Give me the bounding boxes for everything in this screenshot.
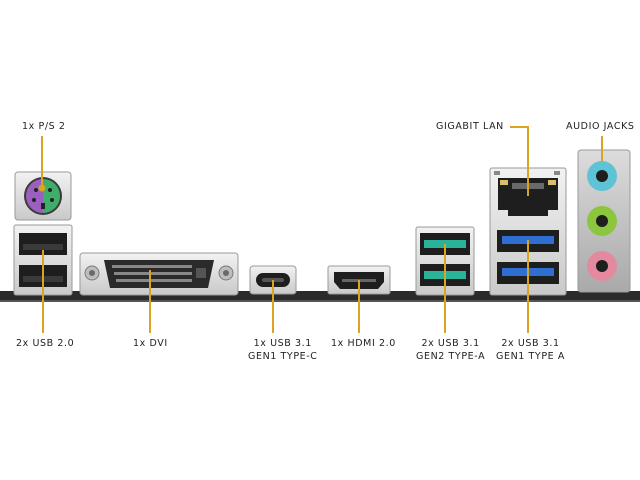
audio-jack-pink (587, 251, 617, 281)
label-usb31-gen2: 2x USB 3.1 GEN2 TYPE-A (416, 337, 485, 363)
ps2-green-half (43, 179, 60, 213)
label-gigabit-lan: GIGABIT LAN (436, 121, 504, 132)
label-dvi: 1x DVI (133, 338, 168, 349)
label-usb31-gen1: 2x USB 3.1 GEN1 TYPE A (496, 337, 565, 363)
label-hdmi: 1x HDMI 2.0 (331, 338, 396, 349)
label-usb31-gen1-line2: GEN1 TYPE A (496, 351, 565, 362)
audio-jacks (577, 149, 631, 293)
audio-jack-green (587, 206, 617, 236)
dvi-port (79, 252, 239, 296)
label-usb31-typec: 1x USB 3.1 GEN1 TYPE-C (248, 337, 318, 363)
io-back-plate (0, 291, 640, 300)
label-ps2: 1x P/S 2 (22, 121, 66, 132)
label-usb31-gen2-line2: GEN2 TYPE-A (416, 351, 486, 362)
label-usb31-gen1-line1: 2x USB 3.1 (501, 338, 560, 349)
label-usb31-typec-line1: 1x USB 3.1 (253, 338, 312, 349)
io-back-plate-edge (0, 300, 640, 302)
label-audio-jacks: AUDIO JACKS (566, 121, 635, 132)
leader-ps2-dot (38, 184, 46, 192)
label-usb31-gen2-line1: 2x USB 3.1 (421, 338, 480, 349)
label-usb31-typec-line2: GEN1 TYPE-C (248, 351, 318, 362)
leader-lan (510, 126, 529, 196)
label-usb20: 2x USB 2.0 (16, 338, 75, 349)
ps2-port (14, 171, 72, 221)
audio-jack-blue (587, 161, 617, 191)
